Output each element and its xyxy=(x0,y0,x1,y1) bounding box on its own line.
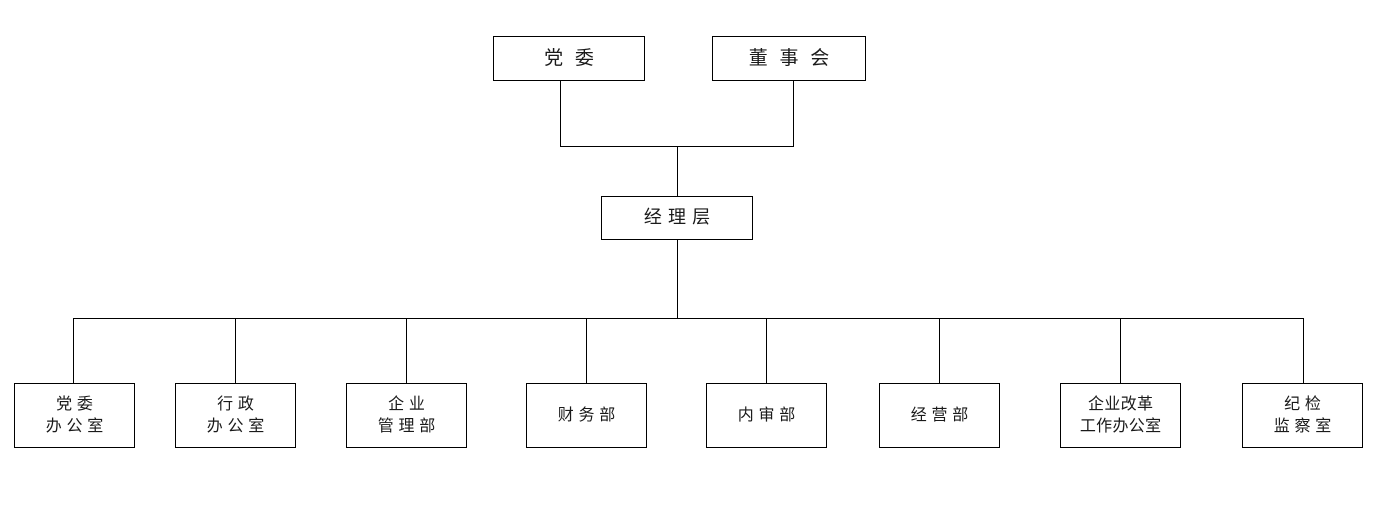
node-department-administrative-office[interactable]: 行政 办公室 xyxy=(175,383,296,448)
node-management-layer[interactable]: 经理层 xyxy=(601,196,753,240)
node-department-discipline-inspection[interactable]: 纪检 监察室 xyxy=(1242,383,1363,448)
connector-department-drop-1 xyxy=(73,318,74,383)
node-label-line1: 经营部 xyxy=(910,406,974,424)
node-label-line2: 管理部 xyxy=(377,417,441,435)
node-label-line1: 财务部 xyxy=(557,406,621,424)
node-label-line2: 办公室 xyxy=(45,417,109,435)
node-department-enterprise-management[interactable]: 企业 管理部 xyxy=(346,383,467,448)
connector-department-drop-6 xyxy=(939,318,940,383)
connector-board-down xyxy=(793,81,794,146)
node-department-internal-audit[interactable]: 内审部 xyxy=(706,383,827,448)
node-party-committee[interactable]: 党委 xyxy=(493,36,645,81)
connector-department-drop-3 xyxy=(406,318,407,383)
node-label: 经理层 xyxy=(643,207,717,228)
node-label: 党委 xyxy=(544,47,606,69)
node-label-line1: 企业改革 xyxy=(1088,396,1154,414)
node-label-line1: 党委 xyxy=(56,396,98,414)
node-label-line1: 内审部 xyxy=(737,406,801,424)
node-label: 董事会 xyxy=(748,47,842,69)
node-label-line1: 行政 xyxy=(217,396,259,414)
connector-department-drop-8 xyxy=(1303,318,1304,383)
connector-department-drop-7 xyxy=(1120,318,1121,383)
connector-department-drop-4 xyxy=(586,318,587,383)
connector-management-down xyxy=(677,240,678,318)
node-department-finance[interactable]: 财务部 xyxy=(526,383,647,448)
node-board-of-directors[interactable]: 董事会 xyxy=(712,36,866,81)
connector-party-committee-down xyxy=(560,81,561,146)
connector-to-management xyxy=(677,146,678,196)
connector-department-drop-2 xyxy=(235,318,236,383)
node-department-operations[interactable]: 经营部 xyxy=(879,383,1000,448)
node-label-line1: 纪检 xyxy=(1284,396,1326,414)
node-department-enterprise-reform-office[interactable]: 企业改革 工作办公室 xyxy=(1060,383,1181,448)
node-label-line2: 办公室 xyxy=(206,417,270,435)
node-label-line1: 企业 xyxy=(388,396,430,414)
node-label-line2: 监察室 xyxy=(1273,417,1337,435)
node-label-line2: 工作办公室 xyxy=(1079,417,1162,435)
connector-department-drop-5 xyxy=(766,318,767,383)
connector-department-distribution-bar xyxy=(73,318,1304,319)
node-department-party-committee-office[interactable]: 党委 办公室 xyxy=(14,383,135,448)
